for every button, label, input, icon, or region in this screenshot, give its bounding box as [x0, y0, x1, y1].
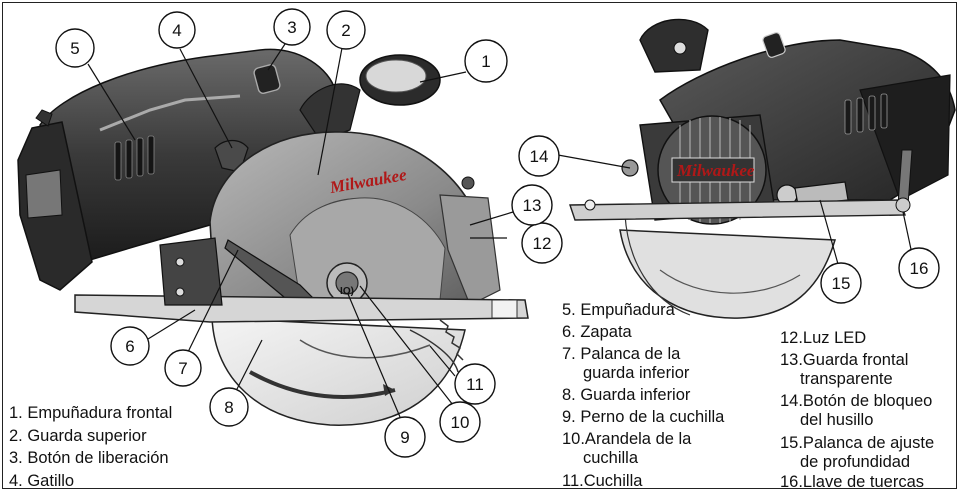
callout-11: 11	[454, 363, 496, 405]
svg-text:4: 4	[172, 21, 181, 40]
legend-item-8: 8. Guarda inferior	[562, 386, 691, 404]
svg-text:15: 15	[832, 274, 851, 293]
blade-bolt	[335, 271, 359, 295]
callout-15: 15	[820, 262, 862, 304]
svg-text:3: 3	[287, 18, 296, 37]
legend-item-10: 10.Arandela de la	[562, 430, 692, 448]
callout-12: 12	[521, 222, 563, 264]
legend-item-4: 4. Gatillo	[9, 472, 74, 490]
svg-text:1: 1	[481, 52, 490, 71]
right-saw-illustration: Milwaukee	[569, 18, 956, 319]
release-button-shape	[253, 64, 281, 94]
legend-item-11: 11.Cuchilla	[562, 472, 643, 490]
callout-9: 9	[384, 416, 426, 458]
callout-1: 1	[464, 39, 508, 83]
svg-text:2: 2	[341, 21, 350, 40]
shoe-shape	[74, 294, 529, 323]
svg-text:7: 7	[178, 359, 187, 378]
svg-text:12: 12	[533, 234, 552, 253]
left-saw-illustration: Milwaukee IO)	[17, 48, 529, 426]
legend-column-2: 5. Empuñadura 6. Zapata 7. Palanca de la…	[562, 301, 725, 490]
wrench-shape	[895, 197, 911, 213]
callout-13: 13	[511, 184, 553, 226]
legend-column-3: 12.Luz LED 13.Guarda frontal transparent…	[780, 329, 934, 491]
callout-2: 2	[326, 10, 366, 50]
legend-item-6: 6. Zapata	[562, 323, 633, 341]
svg-text:9: 9	[400, 428, 409, 447]
callout-7: 7	[164, 349, 202, 387]
legend-item-9: 9. Perno de la cuchilla	[562, 408, 725, 426]
right-shoe-shape	[569, 199, 906, 221]
svg-text:13: 13	[523, 196, 542, 215]
legend-item-14: 14.Botón de bloqueo	[780, 392, 932, 410]
legend-item-14-cont: del husillo	[800, 411, 873, 429]
legend-item-3: 3. Botón de liberación	[9, 449, 169, 467]
legend-column-1: 1. Empuñadura frontal 2. Guarda superior…	[9, 404, 172, 490]
legend-item-16: 16.Llave de tuercas	[780, 473, 924, 491]
legend-item-13-cont: transparente	[800, 370, 893, 388]
legend-item-7: 7. Palanca de la	[562, 345, 681, 363]
legend-item-2: 2. Guarda superior	[9, 427, 147, 445]
callout-4: 4	[158, 11, 196, 49]
right-brand-logo: Milwaukee	[676, 161, 755, 180]
legend-item-13: 13.Guarda frontal	[780, 351, 908, 369]
depth-lever-shape	[794, 181, 849, 206]
callout-10: 10	[439, 401, 481, 443]
callout-3: 3	[273, 8, 311, 46]
callout-14: 14	[518, 135, 560, 177]
callout-8: 8	[209, 387, 249, 427]
leader-lines	[87, 43, 913, 418]
svg-text:16: 16	[910, 259, 929, 278]
callout-5: 5	[55, 28, 95, 68]
lower-guard-shape	[211, 317, 466, 426]
callout-6: 6	[110, 326, 150, 366]
spindle-mark: IO)	[340, 286, 354, 297]
callout-16: 16	[898, 247, 940, 289]
svg-text:10: 10	[451, 413, 470, 432]
legend-item-1: 1. Empuñadura frontal	[9, 404, 172, 422]
svg-text:11: 11	[466, 375, 484, 394]
legend-item-10-cont: cuchilla	[583, 449, 639, 467]
svg-text:5: 5	[70, 39, 79, 58]
legend-item-12: 12.Luz LED	[780, 329, 866, 347]
legend-item-15-cont: de profundidad	[800, 453, 910, 471]
legend-item-15: 15.Palanca de ajuste	[780, 434, 934, 452]
svg-text:6: 6	[125, 337, 134, 356]
blade-teeth	[439, 319, 464, 361]
legend-item-5: 5. Empuñadura	[562, 301, 676, 319]
svg-text:14: 14	[530, 147, 549, 166]
svg-text:8: 8	[224, 398, 233, 417]
legend-item-7-cont: guarda inferior	[583, 364, 690, 382]
